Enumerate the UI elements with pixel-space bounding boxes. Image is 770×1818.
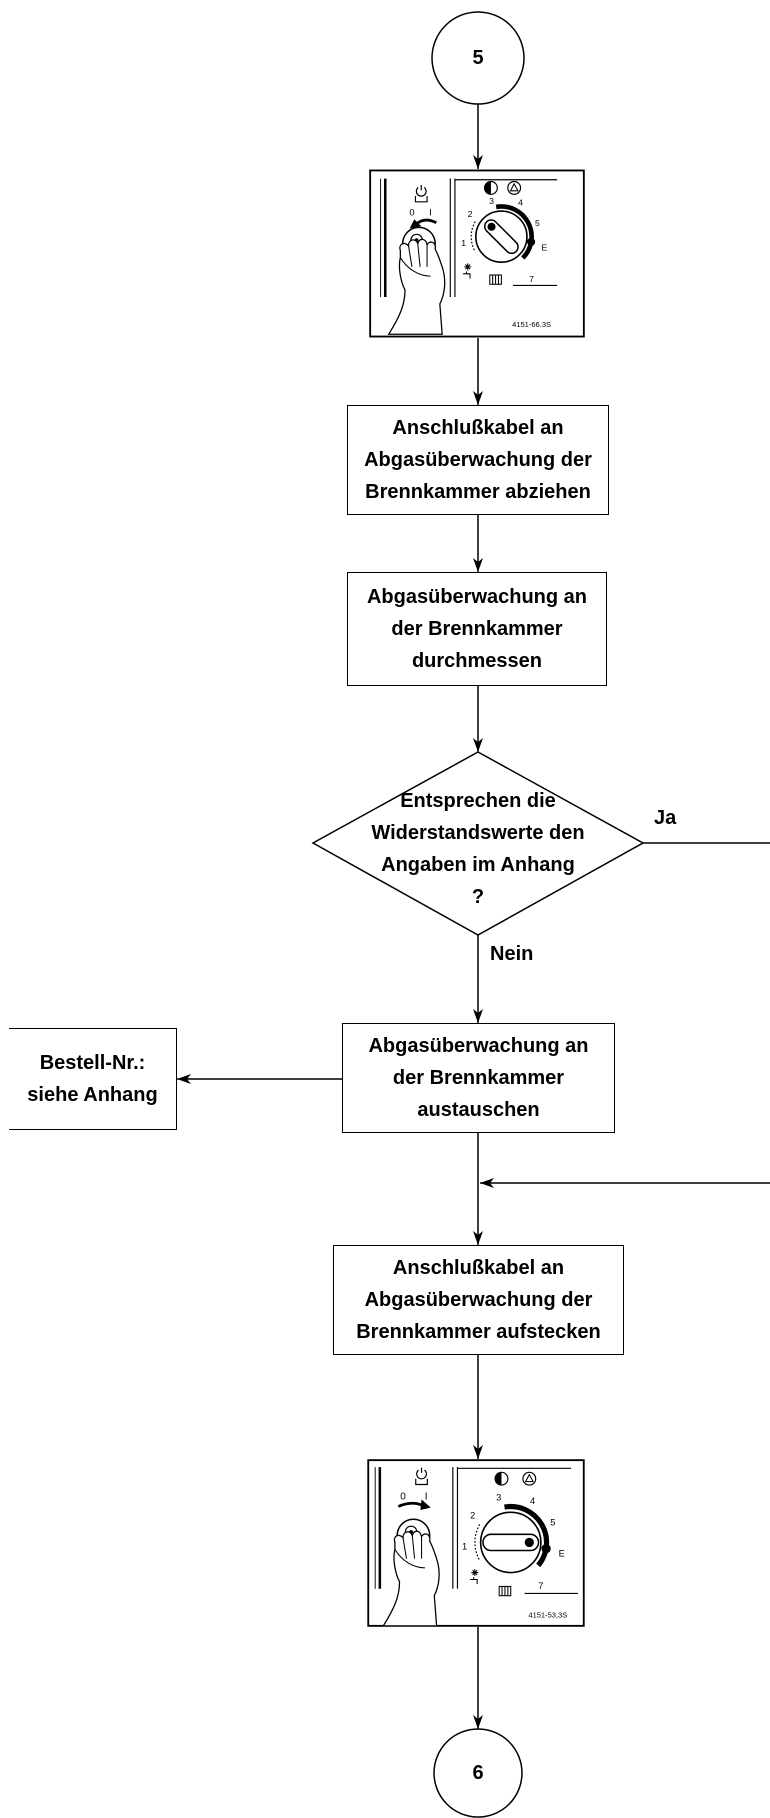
control-panel-after: 0 I 1 2 3 4 5 E 7 — [367, 1459, 585, 1627]
drawing-code: 4151-66.3S — [512, 320, 551, 329]
dial-mark-e: E — [541, 243, 547, 253]
step-line: der Brennkammer — [392, 1067, 565, 1089]
decision-line: Angaben im Anhang — [381, 854, 575, 876]
power-icon — [414, 184, 428, 203]
dial-mark-1: 1 — [461, 238, 466, 248]
step-line: der Brennkammer — [391, 618, 563, 640]
step-disconnect-cable: Anschlußkabel an Abgasüberwachung der Br… — [347, 405, 609, 515]
decision-yes-label: Ja — [654, 807, 677, 829]
fault-warning-icon — [507, 180, 522, 195]
dial-mark-2: 2 — [468, 209, 473, 219]
end-connector-circle — [433, 1728, 523, 1818]
dial-frost-arc — [474, 1524, 481, 1561]
dial-mark-3: 3 — [496, 1493, 501, 1503]
step-line: austauschen — [417, 1099, 540, 1121]
decision-line: ? — [471, 886, 485, 908]
order-number-note: Bestell-Nr.: siehe Anhang — [9, 1028, 177, 1130]
end-connector-label: 6 — [472, 1762, 484, 1784]
switch-on-label: I — [425, 1492, 428, 1503]
hand-turning-switch — [387, 226, 446, 335]
hot-water-icon — [463, 263, 472, 279]
dial-eco-dot — [541, 1544, 551, 1554]
start-connector-label: 5 — [472, 47, 484, 69]
dial-range-arc — [504, 1503, 550, 1568]
hot-water-icon — [470, 1569, 479, 1585]
service-mode-icon — [494, 1471, 509, 1486]
dial-frost-arc — [470, 221, 476, 253]
dial-pointer-slot — [483, 219, 519, 255]
decision-no-label: Nein — [490, 943, 534, 965]
decision-line: Widerstandswerte den — [371, 822, 585, 844]
radiator-icon — [498, 1585, 512, 1597]
dial-mark-4: 4 — [518, 197, 523, 207]
dial-mark-5: 5 — [550, 1518, 555, 1528]
step-reconnect-cable: Anschlußkabel an Abgasüberwachung der Br… — [333, 1245, 624, 1355]
decision-question: Entsprechen die Widerstandswerte den Ang… — [313, 785, 643, 913]
dial-mark-2: 2 — [470, 1511, 475, 1521]
dial-mark-e: E — [559, 1548, 565, 1558]
step-line: Brennkammer abziehen — [365, 481, 591, 503]
note-line: Bestell-Nr.: — [39, 1052, 146, 1074]
dial: 1 2 3 4 5 E 7 — [461, 196, 547, 284]
radiator-icon — [489, 274, 502, 285]
control-panel-before: 0 I 1 2 3 4 5 E 7 — [369, 169, 585, 338]
decision-line: Entsprechen die — [400, 790, 556, 812]
dial-mark-3: 3 — [489, 196, 494, 206]
rotate-right-arrow-icon — [397, 1499, 431, 1510]
switch-off-label: 0 — [400, 1492, 406, 1503]
dial-mark-1: 1 — [462, 1541, 467, 1551]
step-replace-monitor: Abgasüberwachung an der Brennkammer aust… — [342, 1023, 615, 1133]
hand-turning-switch — [382, 1518, 440, 1627]
fault-warning-icon — [522, 1471, 537, 1486]
step-line: Abgasüberwachung der — [364, 449, 592, 471]
dial-mark-4: 4 — [530, 1496, 535, 1506]
dial-range-arc — [495, 204, 534, 260]
panel-fascia — [374, 1467, 578, 1594]
panel-fascia — [380, 178, 558, 298]
step-line: Abgasüberwachung der — [364, 1289, 593, 1311]
dial-eco-dot — [527, 237, 536, 246]
note-line: siehe Anhang — [27, 1084, 158, 1106]
dial: 1 2 3 4 5 E 7 — [462, 1493, 565, 1591]
dial-mark-5: 5 — [535, 218, 540, 228]
step-line: Abgasüberwachung an — [366, 586, 588, 608]
service-mode-icon — [483, 180, 498, 195]
dial-mark-7: 7 — [538, 1581, 543, 1591]
dial-pointer-slot — [482, 1533, 540, 1552]
rotate-left-arrow-icon — [409, 218, 437, 229]
switch-off-label: 0 — [409, 208, 414, 218]
step-line: Anschlußkabel an — [392, 1257, 565, 1279]
step-line: Brennkammer aufstecken — [356, 1321, 601, 1343]
power-icon — [415, 1467, 428, 1486]
drawing-code: 4151-53,3S — [528, 1611, 567, 1620]
switch-on-label: I — [429, 208, 432, 218]
step-line: Anschlußkabel an — [392, 417, 564, 439]
step-measure-monitor: Abgasüberwachung an der Brennkammer durc… — [347, 572, 607, 686]
step-line: durchmessen — [411, 650, 543, 672]
dial-mark-7: 7 — [529, 274, 534, 284]
step-line: Abgasüberwachung an — [368, 1035, 589, 1057]
